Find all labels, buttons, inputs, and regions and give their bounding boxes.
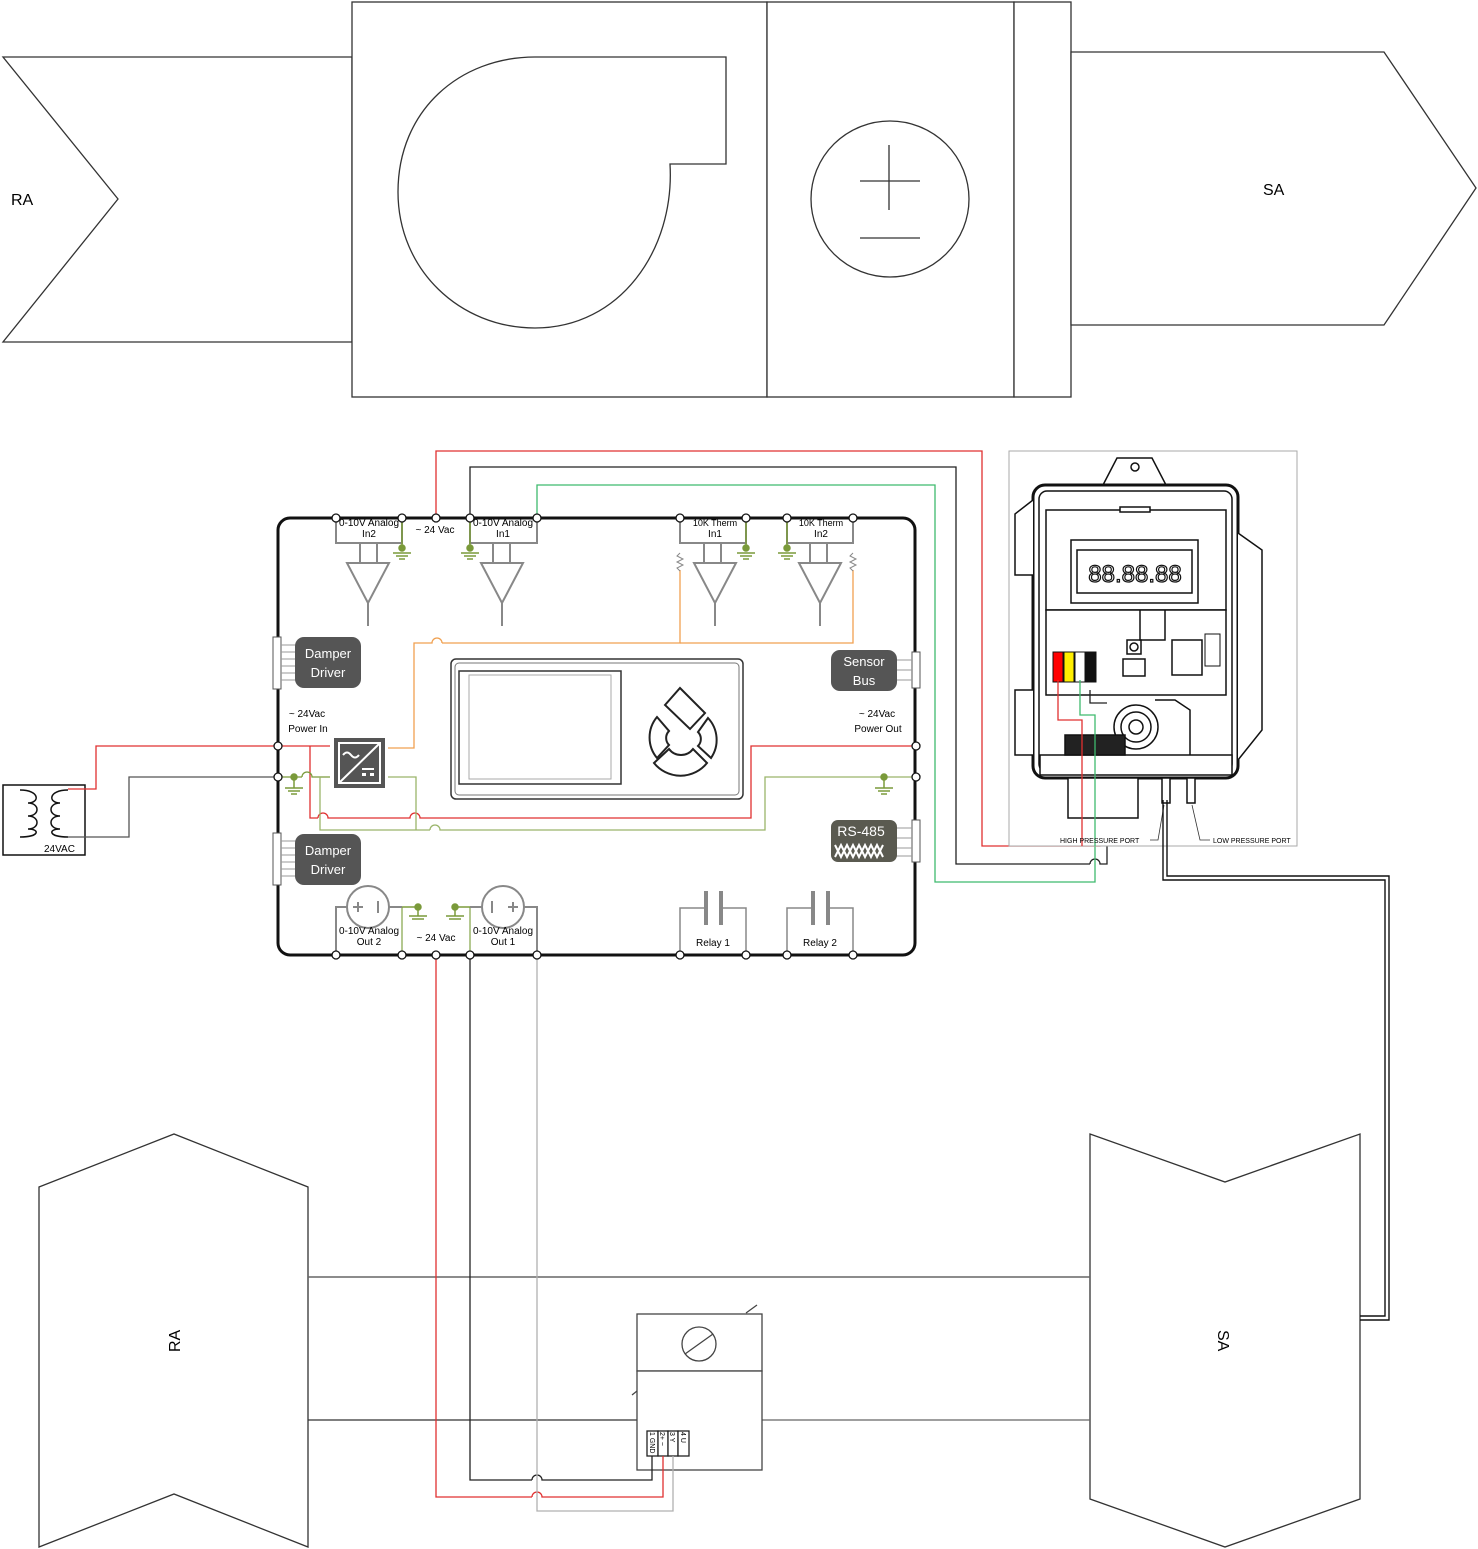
- terminal-2-label: 2+ ~: [658, 1432, 665, 1446]
- bottom-vac-label: ~ 24 Vac: [416, 933, 455, 944]
- supply-air-label-top: SA: [1263, 182, 1285, 199]
- analog-in-2-sublabel: In2: [362, 529, 376, 540]
- damper-driver-bottom-label: Damper: [305, 843, 352, 858]
- resistor-icon: [848, 552, 858, 572]
- sensor-bus-connector: [911, 651, 921, 689]
- rs485-connector: [911, 819, 921, 863]
- controller-display: [450, 658, 744, 800]
- analog-out-1-label: 0-10V Analog: [473, 926, 533, 937]
- low-pressure-port-label: LOW PRESSURE PORT: [1213, 838, 1291, 845]
- amplifier-icon: [692, 562, 738, 606]
- analog-out-2-label: 0-10V Analog: [339, 926, 399, 937]
- wire-therm-orange: [442, 570, 681, 644]
- analog-in-1-label: 0-10V Analog: [473, 518, 533, 529]
- pressure-tube: [1162, 800, 1390, 1321]
- terminal-white: [1074, 651, 1086, 683]
- coil-icon: [810, 120, 970, 278]
- sensor-bus-box: [831, 650, 897, 691]
- terminals: [273, 513, 921, 960]
- damper-icon: [681, 1326, 717, 1362]
- top-vac-label: ~ 24 Vac: [415, 525, 454, 536]
- terminal-3-label: 3 Y: [668, 1432, 675, 1443]
- damper-driver-top-sublabel: Driver: [311, 665, 346, 680]
- damper-driver-top-connector: [272, 636, 282, 690]
- transformer: [2, 784, 86, 856]
- return-air-label-bottom: RA: [167, 1329, 184, 1352]
- transformer-coil-icon: [19, 789, 38, 838]
- analog-out-2-sublabel: Out 2: [357, 937, 382, 948]
- wire-analog-out-grey: [536, 955, 674, 1512]
- supply-air-duct-top: [1070, 51, 1477, 326]
- damper-driver-bottom: [295, 834, 361, 885]
- terminal-1-label: 1 GND: [648, 1432, 655, 1453]
- amplifier-icon: [797, 562, 843, 606]
- sensor-display-value: 88.88.88: [1088, 561, 1181, 588]
- therm-in-1-label: 10K Therm: [693, 518, 737, 528]
- supply-air-duct-bottom: [1089, 1133, 1361, 1548]
- terminal-yellow: [1063, 651, 1075, 683]
- ground-symbols: [285, 518, 893, 955]
- keypad-up-button[interactable]: [663, 686, 707, 731]
- therm-in-1-sublabel: In1: [708, 529, 722, 540]
- damper-driver-top-label: Damper: [305, 646, 352, 661]
- rs485-label: RS-485: [837, 823, 885, 839]
- therm-in-2-sublabel: In2: [814, 529, 828, 540]
- supply-air-label-bottom: SA: [1214, 1330, 1231, 1352]
- wire-signal-green: [536, 484, 1096, 883]
- duct-bottom: [38, 1133, 1361, 1548]
- wire-transformer-hot: [68, 745, 278, 790]
- keypad-left-button[interactable]: [648, 715, 671, 760]
- lcd-screen: [458, 670, 622, 785]
- power-out-sublabel: Power Out: [854, 724, 901, 735]
- high-pressure-port-label: HIGH PRESSURE PORT: [1060, 838, 1140, 845]
- wire-transformer-common: [68, 776, 278, 838]
- power-converter-icon: [334, 738, 385, 788]
- sensor-bus-label: Sensor: [843, 654, 885, 669]
- power-in-label: ~ 24Vac: [289, 709, 325, 720]
- return-air-duct-bottom: [38, 1133, 309, 1548]
- filter-section: [1013, 1, 1072, 398]
- return-air-duct-top: [1, 56, 353, 343]
- transformer-label: 24VAC: [44, 844, 75, 855]
- return-air-label-top: RA: [11, 192, 34, 209]
- damper-actuator: [631, 1304, 763, 1471]
- coil-section: [766, 1, 1015, 398]
- relay-contacts: [679, 891, 854, 955]
- keypad-right-button[interactable]: [696, 716, 718, 760]
- terminal-4-label: 4 U: [679, 1432, 686, 1443]
- navigation-keypad[interactable]: [648, 686, 718, 777]
- analog-out-1-sublabel: Out 1: [491, 937, 516, 948]
- terminal-black: [1085, 651, 1097, 683]
- amplifier-icon: [479, 562, 525, 606]
- fan-icon: [397, 56, 727, 329]
- sensor-bus-sublabel: Bus: [853, 673, 876, 688]
- relay-1-label: Relay 1: [696, 938, 730, 949]
- analog-in-2-label: 0-10V Analog: [339, 518, 399, 529]
- fan-section: [351, 1, 768, 398]
- amplifier-icon: [345, 562, 391, 606]
- twisted-pair-icon: [834, 842, 884, 860]
- terminal-red: [1052, 651, 1064, 683]
- power-out-label: ~ 24Vac: [859, 709, 895, 720]
- analog-in-1-sublabel: In1: [496, 529, 510, 540]
- relay-2-label: Relay 2: [803, 938, 837, 949]
- damper-driver-bottom-sublabel: Driver: [311, 862, 346, 877]
- pressure-sensor: [1008, 450, 1298, 847]
- wire-common-black: [469, 466, 1090, 865]
- therm-in-2-label: 10K Therm: [799, 518, 843, 528]
- keypad-down-button[interactable]: [652, 747, 709, 777]
- power-in-sublabel: Power In: [288, 724, 327, 735]
- damper-driver-bottom-connector: [272, 832, 282, 886]
- resistor-icon: [675, 552, 685, 572]
- ahu-top: [1, 1, 1477, 398]
- controller: [272, 513, 921, 960]
- damper-driver-top: [295, 637, 361, 688]
